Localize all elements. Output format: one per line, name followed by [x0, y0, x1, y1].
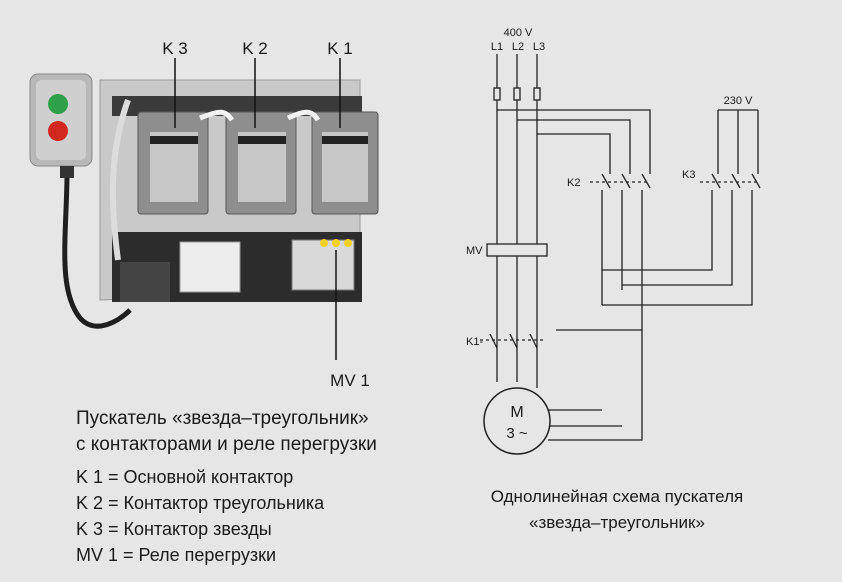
phase-l2: L2: [512, 41, 524, 53]
pushbutton-station: [29, 73, 93, 178]
legend-k3: K 3 = Контактор звезды: [76, 519, 272, 539]
label-mv-schematic: MV: [466, 245, 483, 257]
phase-l3: L3: [533, 41, 545, 53]
label-k1: K 1: [327, 39, 353, 58]
schematic-caption: Однолинейная схема пускателя «звезда–тре…: [452, 484, 782, 536]
legend: K 1 = Основной контактор K 2 = Контактор…: [76, 464, 324, 568]
label-k2-schematic: K2: [567, 177, 580, 189]
start-button: [48, 94, 68, 114]
label-k3-schematic: K3: [682, 169, 695, 181]
legend-k1: K 1 = Основной контактор: [76, 467, 294, 487]
photo-caption-line1: Пускатель «звезда–треугольник»: [76, 408, 369, 429]
photo-caption-line2: с контакторами и реле перегрузки: [76, 434, 377, 455]
stop-button: [48, 121, 68, 141]
voltage-aux: 230 V: [724, 95, 753, 107]
contactor-k2: [225, 111, 297, 215]
schematic-caption-line2: «звезда–треугольник»: [529, 513, 705, 532]
voltage-main: 400 V: [504, 27, 533, 39]
motor-symbol: [483, 387, 551, 455]
contactor-k1: [311, 111, 379, 215]
schematic-caption-line1: Однолинейная схема пускателя: [490, 487, 744, 506]
label-k1-schematic: K1-: [466, 336, 483, 348]
legend-mv1: MV 1 = Реле перегрузки: [76, 545, 277, 565]
control-cable: [62, 177, 132, 329]
motor-label-m: M: [510, 404, 523, 421]
label-k2: K 2: [242, 39, 268, 58]
motor-label-phase: 3 ~: [506, 425, 528, 442]
schematic: [480, 54, 761, 441]
label-k3: K 3: [162, 39, 188, 58]
phase-l1: L1: [491, 41, 503, 53]
overload-relay: [291, 239, 355, 291]
contactor-k3: [137, 111, 209, 215]
label-mv1: MV 1: [330, 371, 370, 390]
legend-k2: K 2 = Контактор треугольника: [76, 493, 325, 513]
photo-caption: Пускатель «звезда–треугольник» с контакт…: [76, 406, 377, 458]
